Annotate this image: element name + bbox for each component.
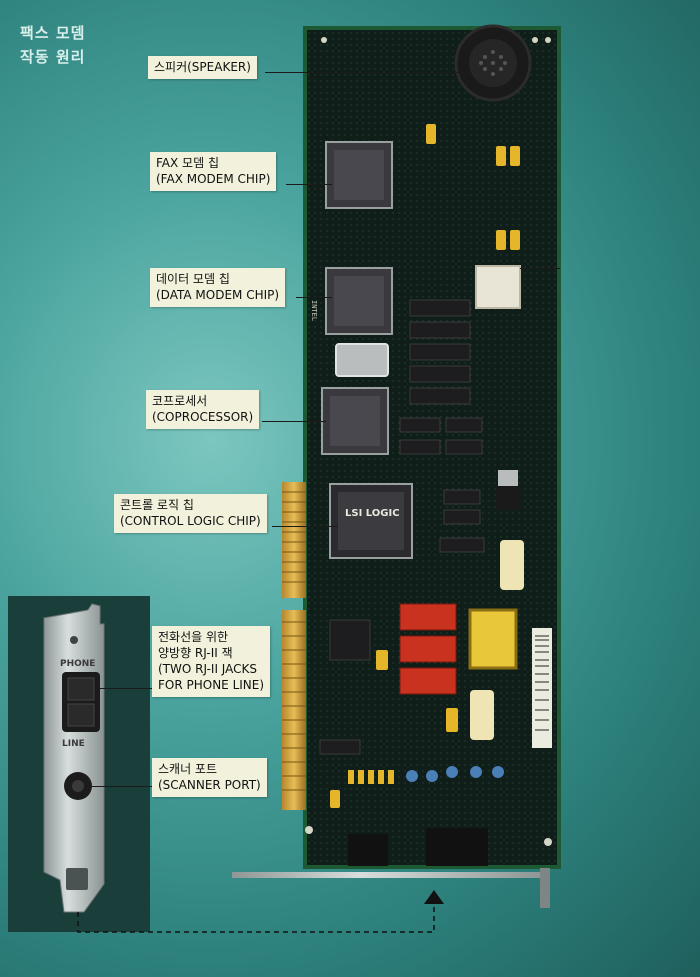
- coprocessor-chip: [321, 387, 389, 455]
- callout-arrow-icon: [424, 890, 444, 904]
- title-line-1: 팩스 모뎀: [20, 24, 86, 42]
- label-rj11-jacks-line2: 양방향 RJ-II 잭: [158, 646, 233, 660]
- leader-coprocessor: [262, 421, 326, 422]
- fax-modem-chip: [325, 141, 393, 209]
- label-control-logic-chip-line1: 콘트롤 로직 칩: [120, 498, 194, 512]
- blue-components: [406, 766, 504, 782]
- label-scanner-port: 스캐너 포트 (SCANNER PORT): [152, 758, 267, 797]
- leader-fax-modem-chip: [286, 184, 332, 185]
- label-fax-modem-chip-line2: (FAX MODEM CHIP): [156, 172, 271, 186]
- label-rj11-jacks-line4: FOR PHONE LINE): [158, 678, 265, 692]
- leader-scanner-port: [92, 786, 152, 787]
- label-speaker: 스피커(SPEAKER): [148, 56, 257, 79]
- phone-marking: PHONE: [60, 659, 95, 669]
- label-data-modem-chip-line2: (DATA MODEM CHIP): [156, 288, 280, 302]
- barcode-sticker: [532, 628, 552, 748]
- intel-marking: INTEL: [310, 300, 318, 321]
- bottom-connectors: [348, 828, 488, 866]
- leader-data-modem-chip: [296, 297, 332, 298]
- label-rj11-jacks-line1: 전화선을 위한: [158, 630, 229, 644]
- data-modem-chip: INTEL: [310, 267, 393, 335]
- label-fax-modem-chip: FAX 모뎀 칩 (FAX MODEM CHIP): [150, 152, 277, 191]
- leader-rj11-jacks: [96, 688, 152, 689]
- leader-speaker: [265, 72, 470, 73]
- transformer: [475, 265, 521, 309]
- label-speaker-line1: 스피커(SPEAKER): [154, 60, 251, 74]
- label-coprocessor-line1: 코프로세서: [152, 394, 208, 408]
- yellow-capacitors: [330, 124, 524, 808]
- bracket-callout: [77, 900, 435, 933]
- yellow-small-components: [348, 770, 394, 784]
- control-logic-chip: LSI LOGIC: [329, 483, 413, 559]
- voltage-regulator: [496, 470, 520, 510]
- mounting-bracket: PHONE LINE: [43, 603, 105, 913]
- label-scanner-port-line2: (SCANNER PORT): [158, 778, 261, 792]
- red-relays: [399, 603, 457, 695]
- lsi-logic-marking: LSI LOGIC: [345, 508, 400, 519]
- label-control-logic-chip: 콘트롤 로직 칩 (CONTROL LOGIC CHIP): [114, 494, 267, 533]
- label-data-modem-chip-line1: 데이터 모뎀 칩: [156, 272, 230, 286]
- label-rj11-jacks-line3: (TWO RJ-II JACKS: [158, 662, 257, 676]
- leader-control-logic-chip: [272, 526, 338, 527]
- label-data-modem-chip: 데이터 모뎀 칩 (DATA MODEM CHIP): [150, 268, 286, 307]
- label-scanner-port-line1: 스캐너 포트: [158, 762, 218, 776]
- crystal-oscillator: [335, 343, 389, 377]
- title-line-2: 작동 원리: [20, 48, 86, 66]
- label-rj11-jacks: 전화선을 위한 양방향 RJ-II 잭 (TWO RJ-II JACKS FOR…: [152, 626, 271, 697]
- dip-chips: [319, 299, 485, 755]
- label-control-logic-chip-line2: (CONTROL LOGIC CHIP): [120, 514, 261, 528]
- label-coprocessor-line2: (COPROCESSOR): [152, 410, 254, 424]
- leader-board-right: [520, 268, 560, 269]
- speaker: [454, 24, 532, 102]
- line-marking: LINE: [62, 739, 85, 749]
- label-coprocessor: 코프로세서 (COPROCESSOR): [146, 390, 260, 429]
- label-fax-modem-chip-line1: FAX 모뎀 칩: [156, 156, 219, 170]
